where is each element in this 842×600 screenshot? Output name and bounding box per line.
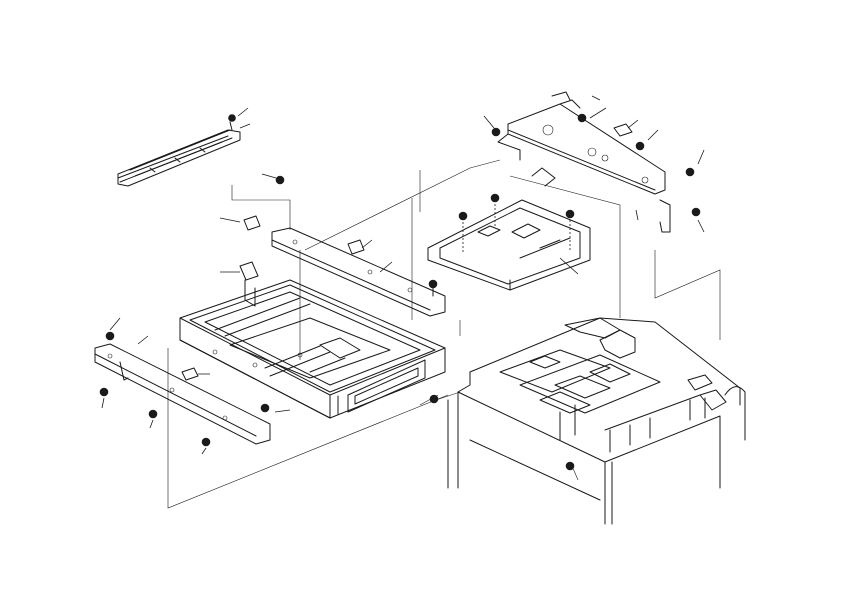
small-parts-left	[219, 173, 285, 281]
machine-frame-body	[447, 317, 746, 525]
upper-right-bracket	[483, 91, 705, 233]
paper-tray-unit	[427, 193, 591, 291]
scanner-frame-base	[179, 279, 446, 419]
front-mounting-bracket	[94, 317, 291, 455]
scanner-carriage-rail	[117, 107, 251, 187]
reference-lines	[167, 159, 721, 509]
